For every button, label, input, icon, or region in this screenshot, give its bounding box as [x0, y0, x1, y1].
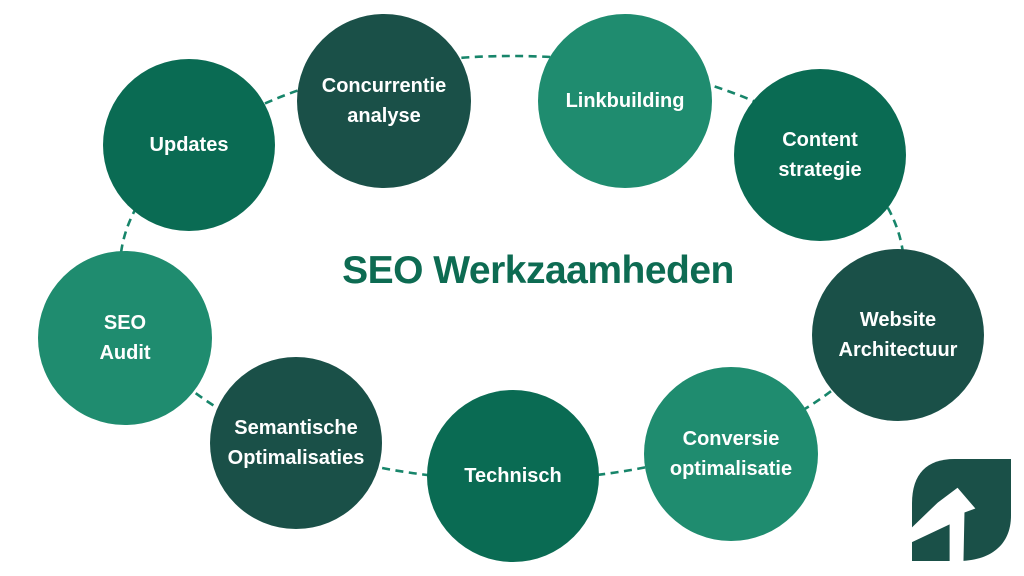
circle-updates: Updates: [103, 59, 275, 231]
leaf-growth-arrow-logo: [912, 459, 1011, 561]
circle-label-line: Concurrentie: [321, 75, 447, 97]
circle-content-strategie: Content strategie: [734, 69, 906, 241]
circle-label-line: SEO: [103, 312, 147, 334]
circle-linkbuilding: Linkbuilding: [538, 14, 712, 188]
circle-label-line: Website: [859, 309, 937, 331]
circle-technisch: Technisch: [427, 390, 599, 562]
circle-label-line: Architectuur: [838, 339, 958, 361]
circle-seo-audit: SEO Audit: [38, 251, 212, 425]
circle-label-line: Semantische: [234, 417, 358, 439]
growth-arrow-icon: [912, 487, 976, 561]
circle-label-line: Conversie: [682, 428, 780, 450]
circle-concurrentie-analyse: Concurrentie analyse: [297, 14, 471, 188]
circle-label-line: Linkbuilding: [565, 90, 685, 112]
circle-label-line: analyse: [347, 105, 421, 127]
circle-label-line: Updates: [149, 134, 229, 156]
circle-label-line: Technisch: [464, 465, 562, 487]
circle-label-line: strategie: [778, 159, 862, 181]
diagram-title: SEO Werkzaamheden: [342, 249, 734, 292]
circle-label-line: Audit: [99, 342, 151, 364]
circle-label-line: Optimalisaties: [227, 447, 365, 469]
circle-label-line: optimalisatie: [669, 458, 793, 480]
circle-label-line: Content: [782, 129, 858, 151]
circle-conversie-optimalisatie: Conversie optimalisatie: [644, 367, 818, 541]
